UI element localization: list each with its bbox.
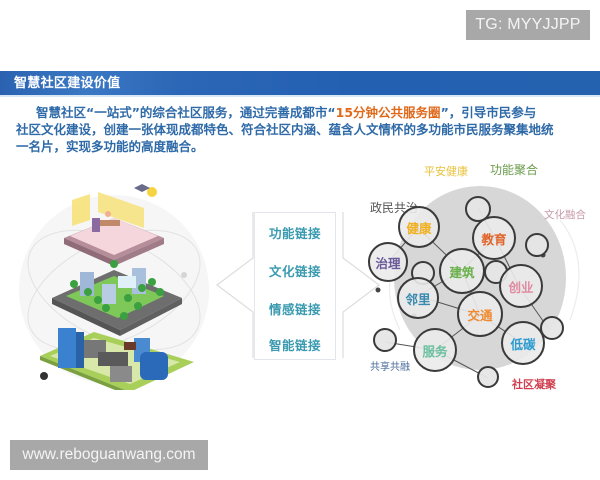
section-header: 智慧社区建设价值 <box>0 71 600 97</box>
smart-community-illustration <box>14 180 214 396</box>
link-culture: 文化链接 <box>268 264 321 279</box>
bubble-education: 教育 <box>472 216 516 260</box>
bubble-low-carbon: 低碳 <box>501 321 545 365</box>
intro-line-1: 智慧社区“一站式”的综合社区服务，通过完善成都市“15分钟公共服务圈”，引导市民… <box>36 105 537 120</box>
label-function-aggregation: 功能聚合 <box>490 163 539 177</box>
bubble-service: 服务 <box>413 328 457 372</box>
bubble-architecture: 建筑 <box>439 248 485 294</box>
label-sharing: 共享共融 <box>370 362 410 373</box>
left-arrow-outline <box>216 212 254 358</box>
label-community-cohesion: 社区凝聚 <box>512 378 556 391</box>
links-panel: 功能链接 文化链接 情感链接 智能链接 <box>254 212 336 360</box>
bubble-traffic: 交通 <box>457 291 503 337</box>
bubble-entrepreneurship: 创业 <box>499 264 543 308</box>
intro-line-3: 一名片，实现多功能的高度融合。 <box>16 139 204 154</box>
label-safety-health: 平安健康 <box>424 165 468 178</box>
right-arrow-outline <box>342 212 380 358</box>
bubble-governance: 治理 <box>368 242 408 282</box>
highlight-15min-circle: 15分钟公共服务圈 <box>335 105 441 120</box>
intro-paragraph: 智慧社区“一站式”的综合社区服务，通过完善成都市“15分钟公共服务圈”，引导市民… <box>16 104 586 155</box>
bubble-health: 健康 <box>398 206 440 248</box>
label-culture-fusion: 文化融合 <box>544 209 586 221</box>
bubble-diagram: 平安健康 功能聚合 政民共治 文化融合 共享共融 社区凝聚 健康 教育 治理 建… <box>360 160 600 400</box>
connector-arrows <box>216 212 380 358</box>
link-emotion: 情感链接 <box>268 302 321 317</box>
watermark-top: TG: MYYJJPP <box>466 10 590 40</box>
watermark-bottom: www.reboguanwang.com <box>10 440 208 470</box>
intro-line-2: 社区文化建设，创建一张体现成都特色、符合社区内涵、蕴含人文情怀的多功能市民服务聚… <box>16 122 554 137</box>
small-bubble <box>525 233 549 257</box>
small-bubble <box>373 328 397 352</box>
section-title: 智慧社区建设价值 <box>14 76 121 91</box>
small-bubble <box>477 366 499 388</box>
link-smart: 智能链接 <box>268 338 321 353</box>
link-function: 功能链接 <box>268 226 321 241</box>
bubble-neighborhood: 邻里 <box>397 277 439 319</box>
isometric-city-icon <box>19 184 209 396</box>
